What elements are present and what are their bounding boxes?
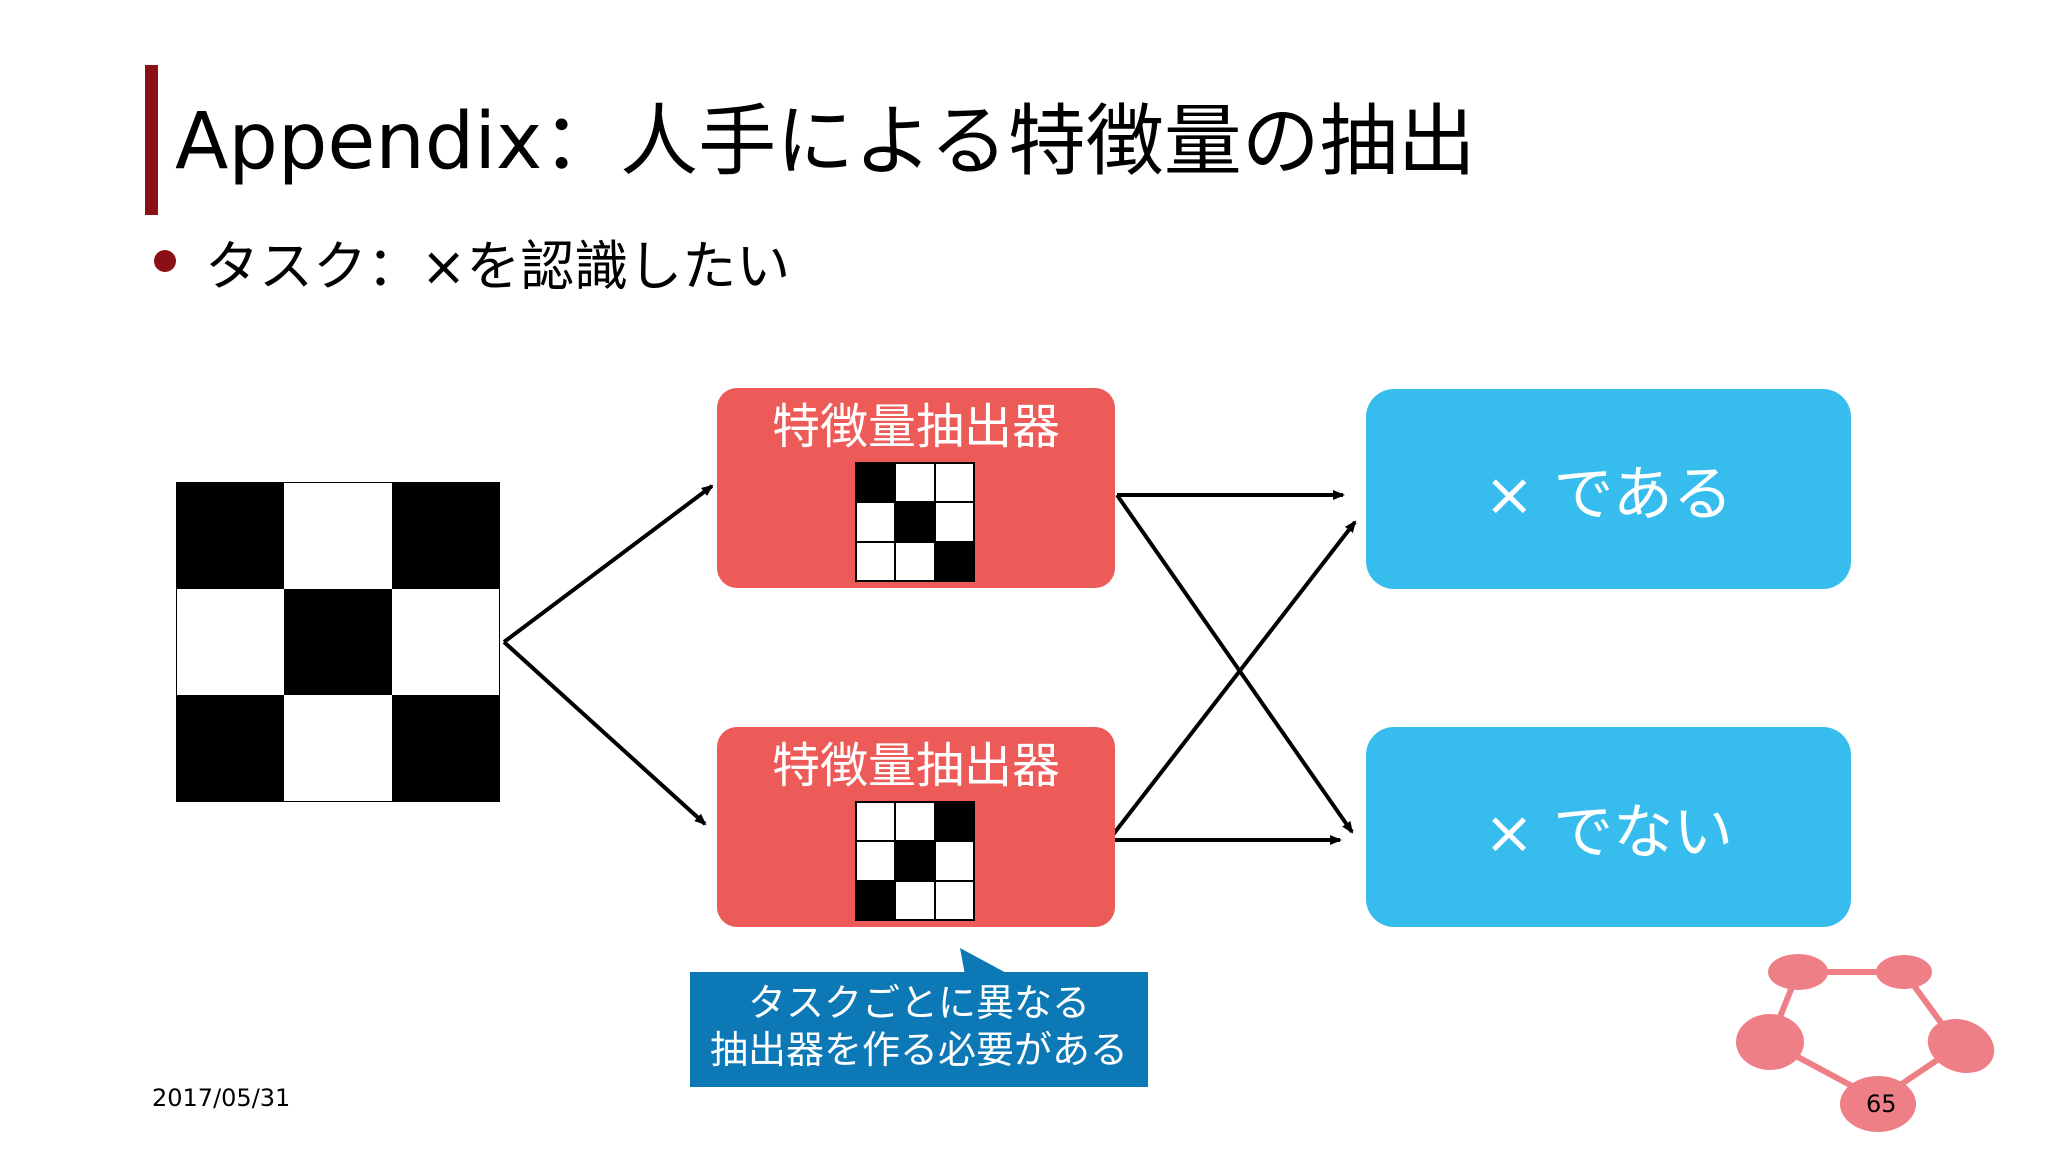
black-cell bbox=[177, 695, 285, 801]
white-cell bbox=[934, 463, 974, 503]
white-cell bbox=[895, 802, 935, 842]
white-cell bbox=[856, 541, 896, 581]
black-cell bbox=[284, 589, 392, 695]
feature-extractor-1: 特徴量抽出器 bbox=[717, 388, 1115, 588]
output-not-x: × でない bbox=[1366, 727, 1851, 927]
white-cell bbox=[934, 880, 974, 920]
feature-extractor-2: 特徴量抽出器 bbox=[717, 727, 1115, 927]
black-cell bbox=[856, 880, 896, 920]
black-cell bbox=[934, 541, 974, 581]
extractor-filter-grid bbox=[855, 462, 975, 582]
black-cell bbox=[934, 802, 974, 842]
white-cell bbox=[284, 695, 392, 801]
bullet-dot bbox=[154, 250, 176, 272]
black-cell bbox=[177, 483, 285, 589]
extractor-label: 特徴量抽出器 bbox=[771, 738, 1060, 794]
white-cell bbox=[934, 841, 974, 881]
extractor-filter-grid bbox=[855, 801, 975, 921]
white-cell bbox=[177, 589, 285, 695]
page-number: 65 bbox=[1866, 1090, 1897, 1118]
arrow-extractor-1-to-output-2 bbox=[1115, 493, 1354, 834]
black-cell bbox=[391, 695, 499, 801]
output-label: × でない bbox=[1483, 797, 1734, 868]
slide-date: 2017/05/31 bbox=[152, 1084, 291, 1112]
arrow-extractor-2-to-output-1 bbox=[1110, 520, 1357, 838]
callout-line-2: 抽出器を作る必要がある bbox=[709, 1028, 1128, 1072]
white-cell bbox=[856, 841, 896, 881]
white-cell bbox=[391, 589, 499, 695]
arrow-input-to-extractor-2 bbox=[502, 640, 707, 826]
arrow-input-to-extractor-1 bbox=[502, 484, 714, 644]
white-cell bbox=[856, 802, 896, 842]
callout-note: タスクごとに異なる 抽出器を作る必要がある bbox=[690, 972, 1148, 1087]
white-cell bbox=[856, 502, 896, 542]
white-cell bbox=[934, 502, 974, 542]
black-cell bbox=[895, 841, 935, 881]
task-bullet: タスク：×を認識したい bbox=[205, 235, 791, 298]
callout-line-1: タスクごとに異なる bbox=[747, 981, 1090, 1025]
white-cell bbox=[895, 463, 935, 503]
white-cell bbox=[895, 541, 935, 581]
extractor-label: 特徴量抽出器 bbox=[771, 399, 1060, 455]
output-is-x: × である bbox=[1366, 389, 1851, 589]
slide-title: Appendix：人手による特徴量の抽出 bbox=[175, 97, 1476, 187]
output-label: × である bbox=[1484, 459, 1733, 530]
black-cell bbox=[895, 502, 935, 542]
title-accent-bar bbox=[145, 65, 158, 215]
white-cell bbox=[284, 483, 392, 589]
black-cell bbox=[856, 463, 896, 503]
input-image-grid bbox=[176, 482, 500, 802]
black-cell bbox=[391, 483, 499, 589]
white-cell bbox=[895, 880, 935, 920]
